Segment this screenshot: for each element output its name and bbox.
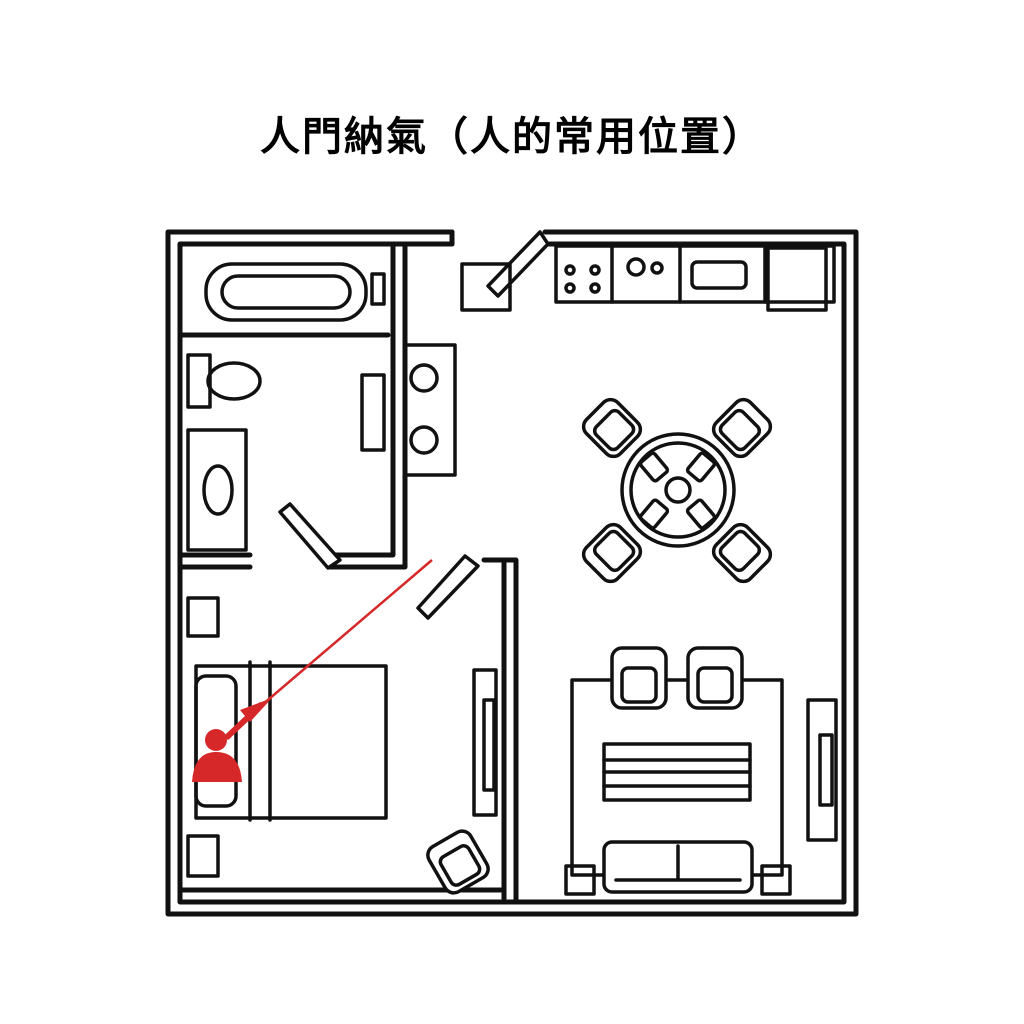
- wardrobe: [472, 668, 498, 817]
- doors: [278, 230, 550, 620]
- dining-chair: [711, 522, 773, 584]
- bedroom: [186, 596, 498, 895]
- counter: [554, 244, 836, 304]
- bedroom-door: [416, 554, 480, 620]
- pillows: [194, 674, 238, 808]
- kitchen: [460, 244, 836, 312]
- diagram-title: 人門納氣（人的常用位置）: [260, 114, 764, 160]
- dining-table: [620, 432, 736, 548]
- bathtub: [204, 262, 368, 322]
- shelf: [360, 373, 386, 452]
- bedroom-chair: [426, 829, 490, 895]
- dining-chair: [581, 522, 643, 584]
- bathroom: [186, 262, 386, 552]
- entry-door: [486, 230, 550, 298]
- fridge: [766, 246, 828, 312]
- armchair: [686, 646, 744, 710]
- washer-dryer: [403, 343, 457, 477]
- dining-chair: [711, 397, 773, 459]
- nightstand: [186, 834, 220, 878]
- vanity: [186, 428, 248, 552]
- cabinet: [460, 262, 512, 312]
- person-icon: [205, 729, 227, 751]
- armchair: [610, 646, 668, 710]
- arrow-icon: [261, 559, 433, 706]
- toilet-tank: [186, 353, 212, 409]
- dining-set: [581, 397, 773, 584]
- dining-chair: [581, 397, 643, 459]
- kitchen-sink: [690, 260, 748, 290]
- toilet: [206, 361, 262, 401]
- side-table: [760, 864, 792, 896]
- bathroom-door: [278, 502, 342, 570]
- person-annotation: [192, 559, 433, 782]
- living-area: [564, 646, 838, 896]
- tv-stand: [806, 698, 838, 842]
- outer-walls: [165, 229, 859, 917]
- nightstand: [186, 596, 220, 638]
- side-table: [564, 864, 596, 896]
- sink: [202, 464, 234, 516]
